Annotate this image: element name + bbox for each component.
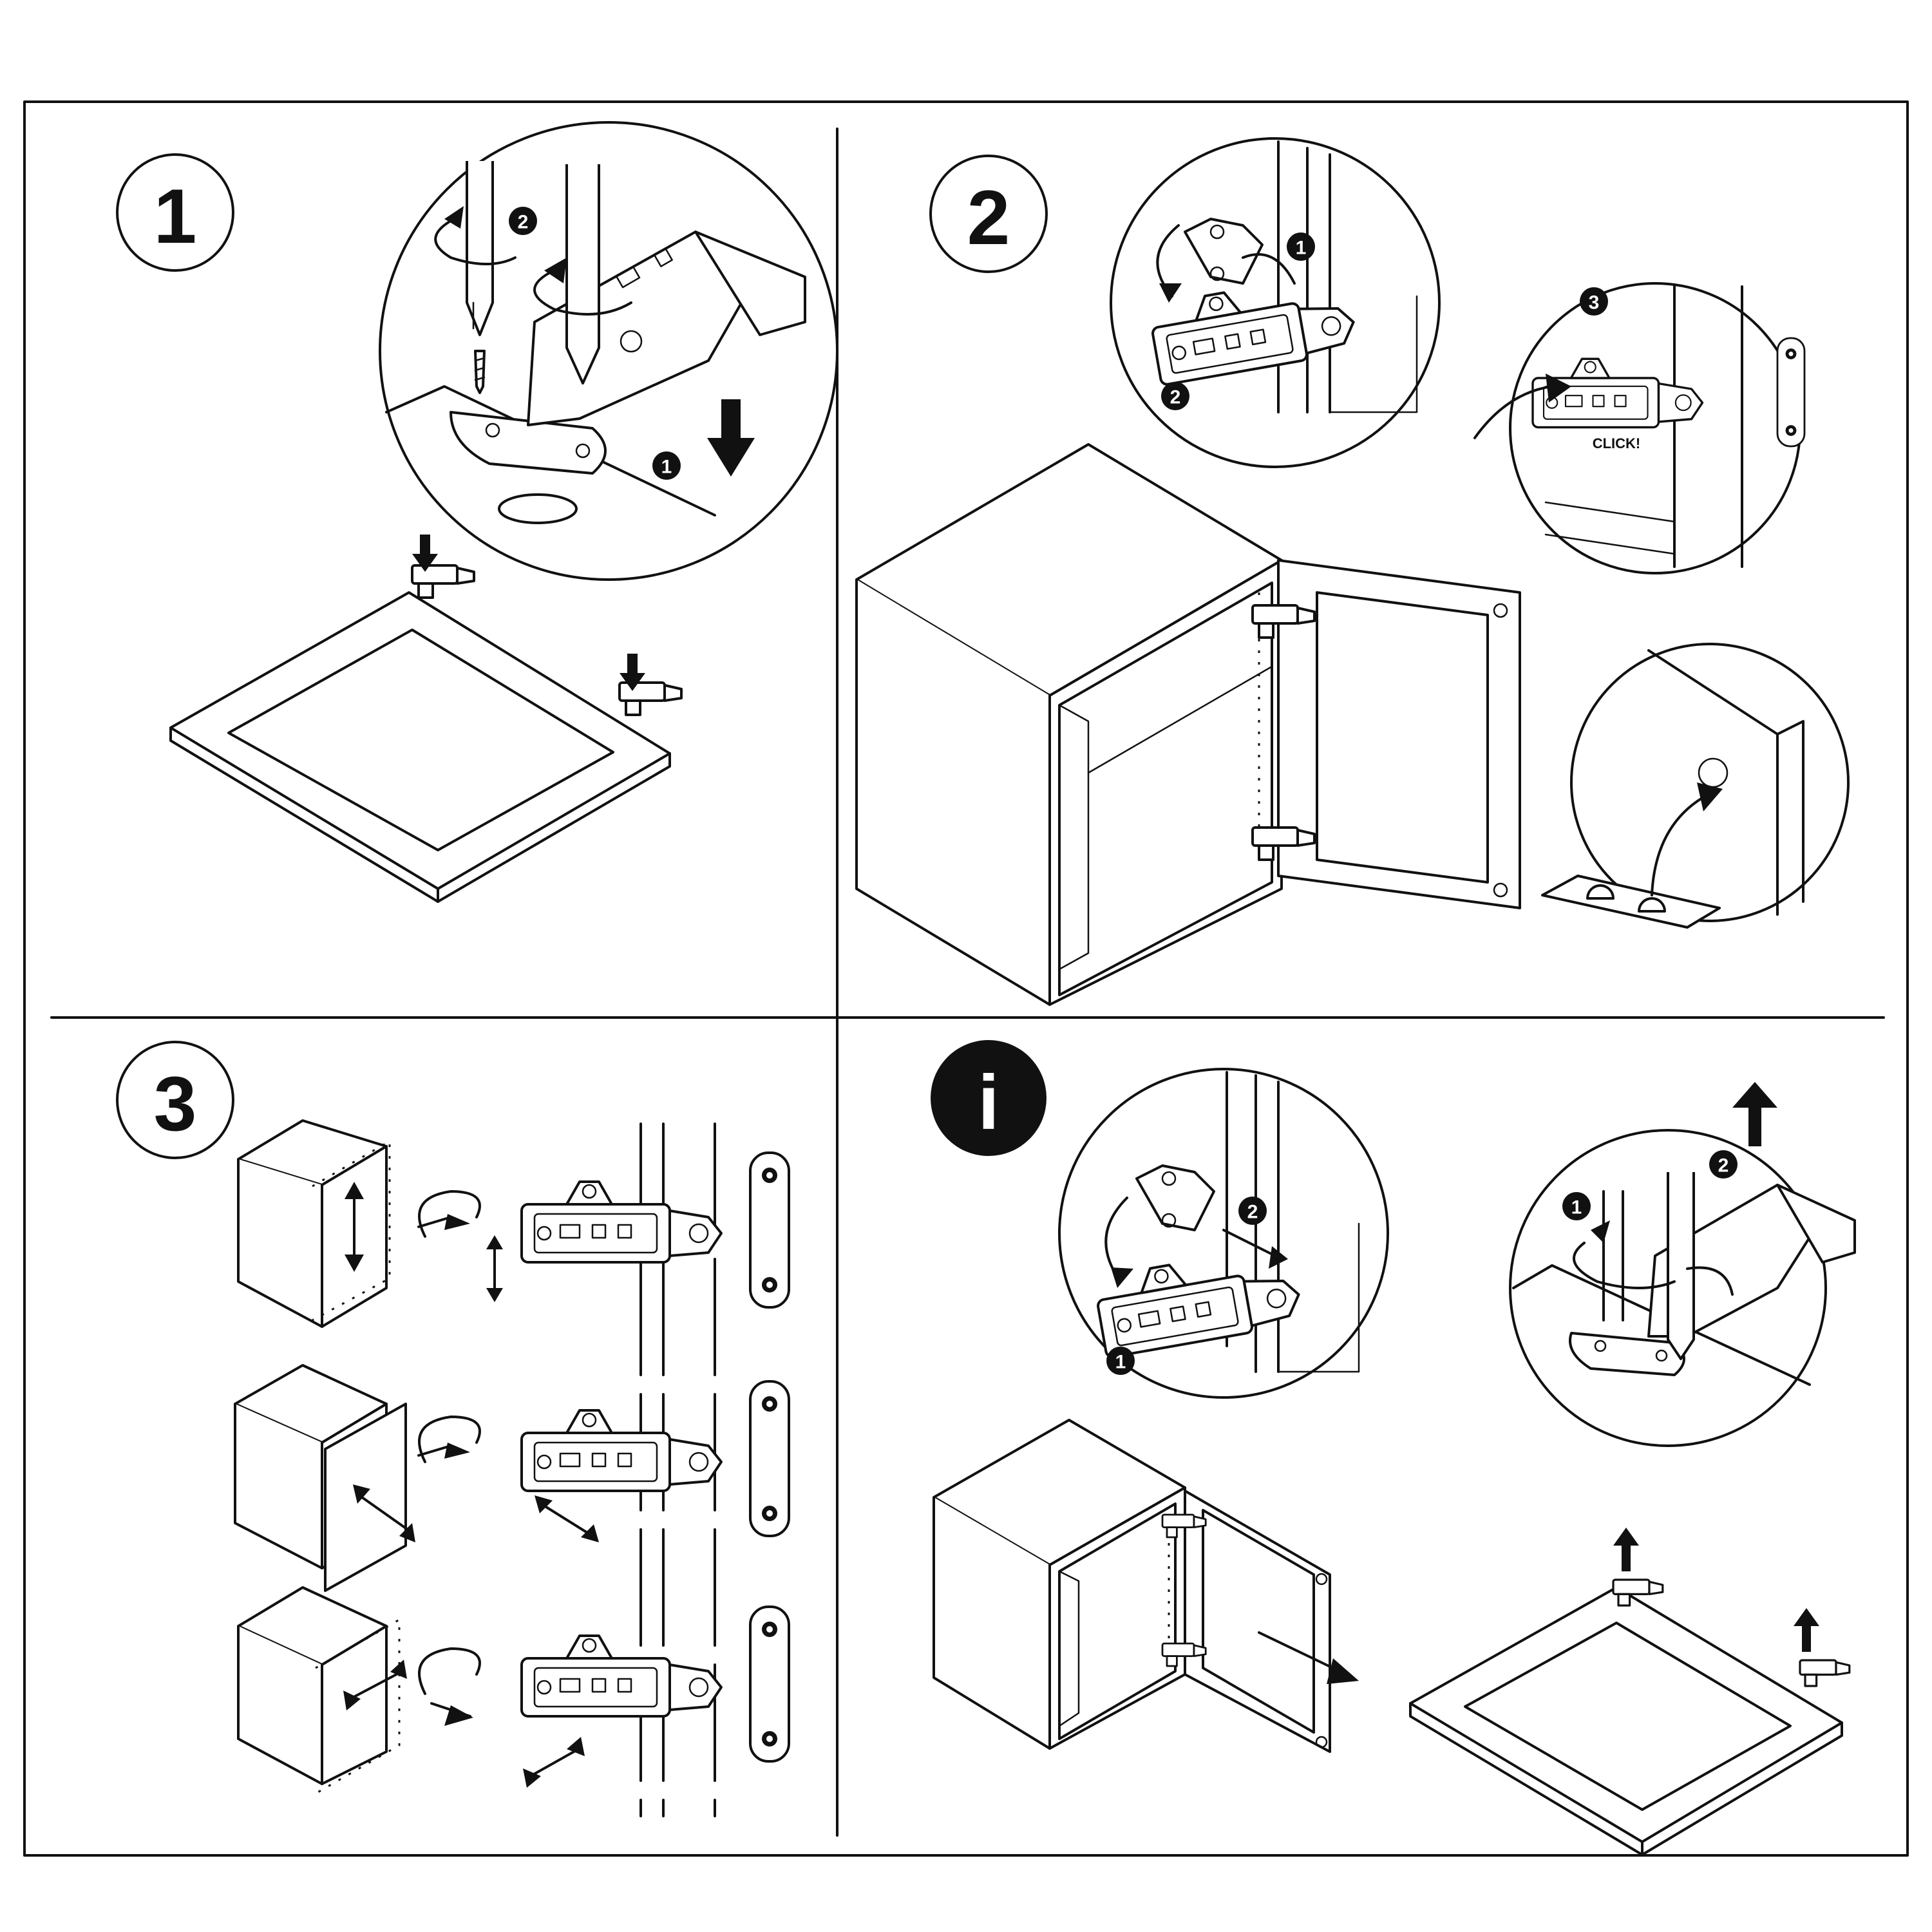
step-2-detail-circle-a: 1 2	[1110, 137, 1441, 468]
step-1-badge	[116, 153, 234, 272]
step-3-label: 3	[154, 1061, 197, 1147]
step-2-badge	[929, 155, 1048, 273]
p2-sub-badge-b: 2	[1170, 387, 1181, 408]
screwdriver-left-icon	[466, 161, 494, 336]
rotate-arrow-right-icon	[533, 269, 632, 316]
panel-info: i 2 1	[931, 1040, 1856, 1856]
panel-step-3: 3	[116, 1041, 790, 1817]
step-2-label: 2	[967, 175, 1010, 261]
step-3-badge	[116, 1041, 234, 1159]
p2-sub-badge-a: 1	[1296, 238, 1307, 259]
p1-sub-badge-b: 1	[661, 457, 672, 478]
screw-icon	[474, 350, 486, 394]
info-label: i	[978, 1059, 999, 1146]
info-door	[1409, 1528, 1851, 1856]
lift-arrow-icon	[1732, 1082, 1777, 1146]
adjust-row-depth	[234, 1364, 790, 1592]
p4-sub-badge-b: 1	[1115, 1352, 1126, 1373]
p2-sub-badge-c: 3	[1589, 292, 1600, 314]
step-1-door	[169, 535, 683, 903]
step-2-detail-circle-c	[1541, 643, 1850, 929]
step-2-detail-circle-b: CLICK! 3	[1473, 282, 1806, 574]
info-detail-circle-b: 1 2	[1509, 1082, 1856, 1447]
step-2-cabinet	[855, 443, 1521, 1006]
rotate-arrow-left-icon	[434, 218, 516, 265]
screwdriver-right-icon	[565, 164, 600, 384]
adjust-row-vertical	[237, 1119, 790, 1328]
p4-sub-badge-c: 1	[1571, 1197, 1582, 1218]
panel-step-1: 1	[116, 121, 838, 903]
panel-step-2: 2 1 2 CLICK!	[855, 137, 1850, 1006]
step-1-detail-circle: 2 1	[379, 121, 838, 581]
click-label: CLICK!	[1593, 435, 1641, 451]
adjust-row-lateral	[237, 1586, 790, 1795]
info-cabinet	[933, 1419, 1359, 1753]
bumper-arrow-icon	[1651, 794, 1708, 896]
step-1-label: 1	[154, 173, 197, 260]
info-badge	[931, 1040, 1046, 1156]
p1-sub-badge-a: 2	[518, 212, 529, 233]
pull-door-arrow-icon	[1258, 1631, 1341, 1672]
info-detail-circle-a: 2 1	[1058, 1068, 1389, 1399]
push-down-arrow-icon	[707, 399, 755, 477]
sheet-border	[23, 100, 1909, 1857]
p4-sub-badge-d: 2	[1718, 1155, 1729, 1177]
p4-sub-badge-a: 2	[1247, 1202, 1258, 1223]
